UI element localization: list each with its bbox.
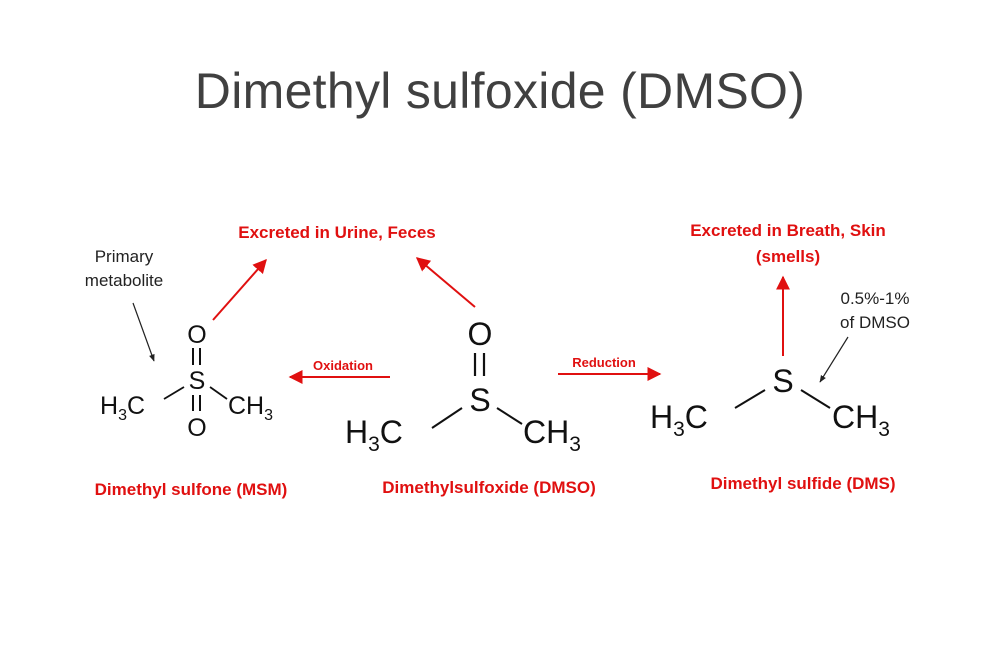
- excreted-breath-label: Excreted in Breath, Skin: [690, 221, 886, 240]
- dms-right-methyl: CH3: [832, 399, 890, 441]
- dmso-to-excretion-arrow: [415, 257, 476, 308]
- dms-sulfur: S: [772, 363, 793, 399]
- primary-metabolite-label-line1: Primary: [95, 247, 154, 266]
- dms-name: Dimethyl sulfide (DMS): [710, 474, 895, 493]
- msm-to-excretion-arrow: [212, 258, 267, 321]
- slide-title: Dimethyl sulfoxide (DMSO): [194, 63, 806, 119]
- dmso-bond-right: [496, 407, 523, 425]
- percent-of-dmso-label-line2: of DMSO: [840, 313, 910, 332]
- dms-left-methyl: H3C: [650, 399, 708, 441]
- dmso-right-methyl: CH3: [523, 414, 581, 456]
- primary-metabolite-pointer: [132, 302, 155, 362]
- msm-right-methyl: CH3: [228, 392, 273, 424]
- msm-name: Dimethyl sulfone (MSM): [95, 480, 288, 499]
- dms-structure: S H3C CH3: [650, 363, 890, 441]
- dms-bond-left: [734, 389, 766, 409]
- dmso-oxygen: O: [468, 316, 493, 352]
- dmso-left-methyl: H3C: [345, 414, 403, 456]
- msm-oxygen-top: O: [187, 321, 206, 349]
- primary-metabolite-label-line2: metabolite: [85, 271, 163, 290]
- dmso-bond-left: [431, 407, 463, 429]
- excreted-urine-label: Excreted in Urine, Feces: [238, 223, 435, 242]
- dmso-sulfur: S: [469, 382, 490, 418]
- msm-structure: O S O H3C CH3: [100, 321, 273, 442]
- dms-bond-right: [800, 389, 831, 409]
- percent-of-dmso-label-line1: 0.5%-1%: [841, 289, 910, 308]
- msm-left-methyl: H3C: [100, 392, 145, 424]
- oxidation-label: Oxidation: [313, 358, 373, 373]
- reduction-label: Reduction: [572, 355, 636, 370]
- percent-pointer: [819, 336, 849, 383]
- excreted-breath-smells-label: (smells): [756, 247, 820, 266]
- dmso-structure: O S H3C CH3: [345, 316, 581, 456]
- msm-bond-right: [209, 386, 228, 400]
- msm-oxygen-bottom: O: [187, 414, 206, 442]
- dmso-name: Dimethylsulfoxide (DMSO): [382, 478, 595, 497]
- msm-bond-left: [163, 386, 185, 400]
- msm-sulfur: S: [189, 367, 206, 395]
